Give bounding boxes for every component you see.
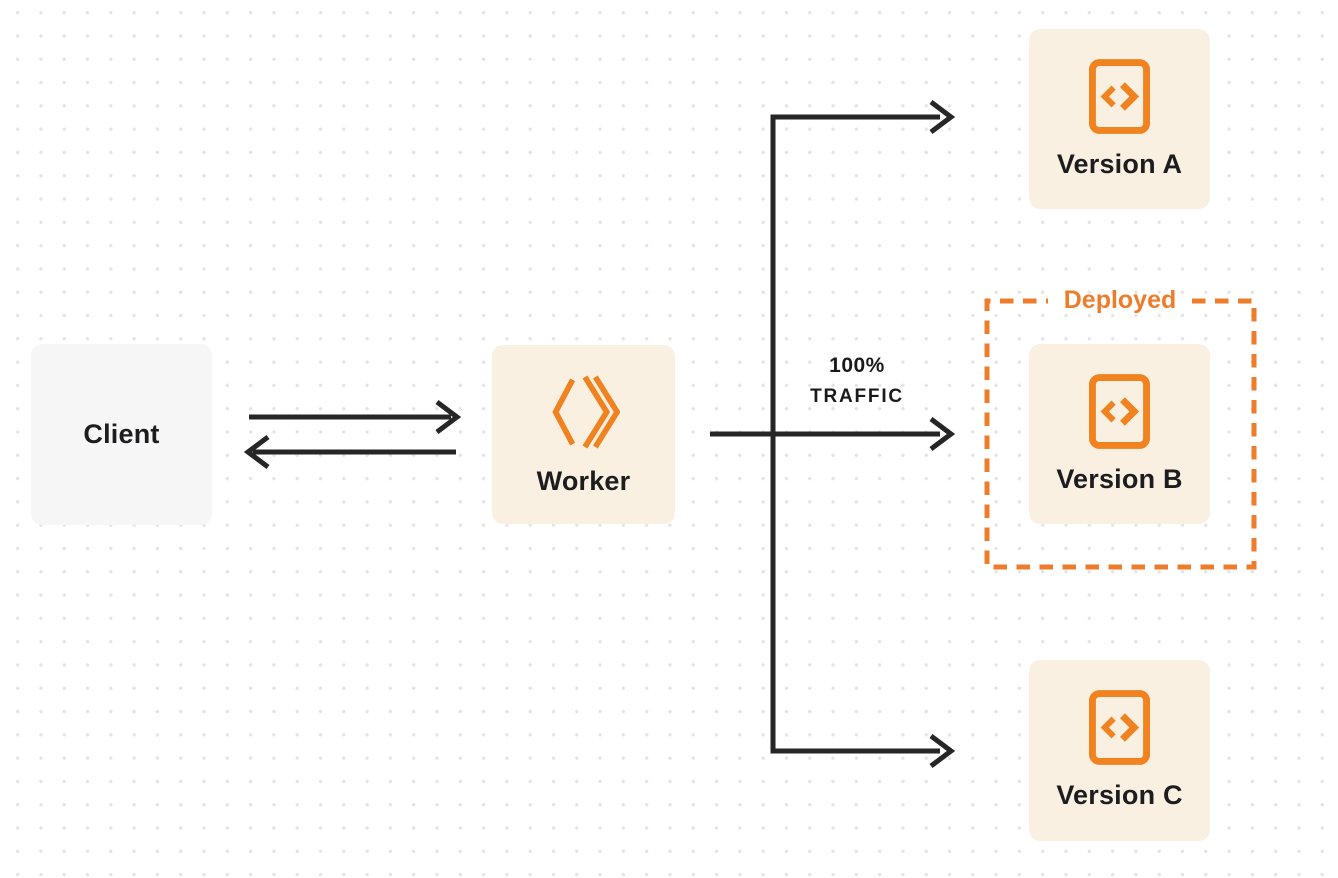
deployed-group-label: Deployed xyxy=(1063,286,1177,314)
traffic-percent-text: 100% xyxy=(829,354,885,377)
traffic-word-text: TRAFFIC xyxy=(810,386,904,407)
arrowhead-client-to-worker xyxy=(435,400,462,434)
worker-label: Worker xyxy=(536,466,631,496)
version-a-node[interactable]: Version A xyxy=(1029,29,1210,209)
code-file-icon xyxy=(1089,58,1150,134)
worker-node[interactable]: Worker xyxy=(492,345,675,524)
version-b-node[interactable]: Version B xyxy=(1029,344,1210,524)
client-node[interactable]: Client xyxy=(31,344,212,525)
version-a-label: Version A xyxy=(1056,148,1183,179)
arrowhead-version-b xyxy=(929,417,956,451)
arrowhead-version-c xyxy=(929,734,956,768)
client-label: Client xyxy=(83,419,160,449)
version-c-label: Version C xyxy=(1056,780,1183,810)
traffic-edge-label: 100% TRAFFIC xyxy=(777,351,937,412)
code-file-icon xyxy=(1089,373,1150,449)
code-file-icon xyxy=(1089,690,1150,765)
version-c-node[interactable]: Version C xyxy=(1029,660,1210,841)
workers-logo-icon xyxy=(548,372,621,452)
deployed-dashed-border xyxy=(984,298,1257,570)
arrowhead-version-a xyxy=(929,100,956,134)
arrowhead-worker-to-client xyxy=(243,435,270,469)
version-b-label: Version B xyxy=(1056,463,1183,494)
